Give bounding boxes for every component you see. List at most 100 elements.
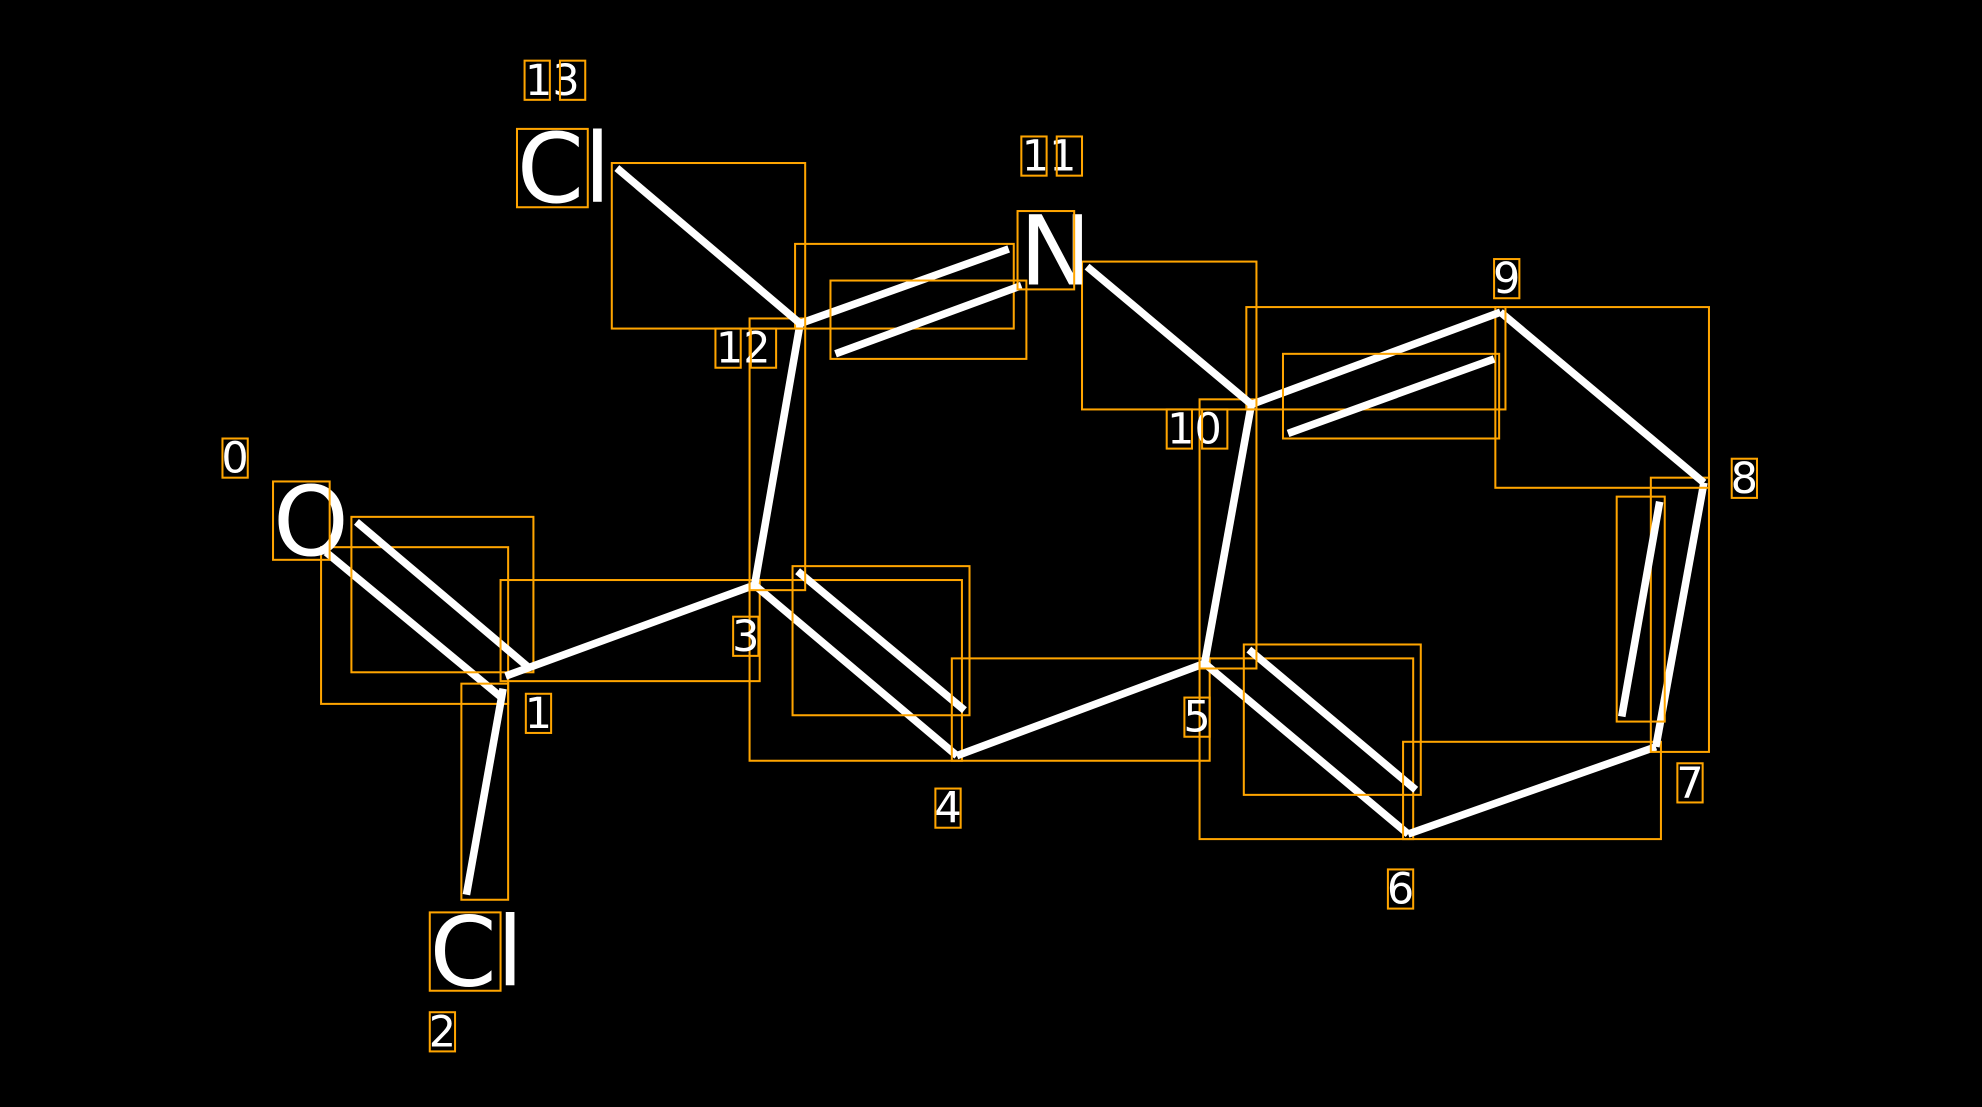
bond-line xyxy=(1406,743,1658,838)
atom-5: 5 xyxy=(1183,693,1210,743)
atom-index-label: 6 xyxy=(1387,865,1414,915)
bond-bounding-box xyxy=(610,162,807,330)
bond-line xyxy=(504,581,756,680)
bond-line xyxy=(1286,355,1496,438)
bond-bounding-box xyxy=(1245,306,1507,411)
bond-line xyxy=(1250,308,1502,408)
bond-bounding-box xyxy=(1615,495,1666,723)
bond-bounding-box xyxy=(499,579,761,683)
bonds-layer xyxy=(320,162,1710,901)
bond-bounding-box xyxy=(829,279,1028,360)
atom-2: Cl2 xyxy=(429,897,524,1058)
atom-3: 3 xyxy=(732,612,759,662)
atom-7: 7 xyxy=(1676,758,1703,808)
bond-bounding-box xyxy=(1402,740,1662,841)
atom-index-box xyxy=(1020,135,1048,177)
bond-line xyxy=(955,659,1206,760)
atom-index-box xyxy=(732,615,760,657)
bond-12-13-single xyxy=(610,162,807,330)
atom-index-label: 13 xyxy=(525,56,580,106)
atom-12: 12 xyxy=(714,324,778,374)
atom-symbol: O xyxy=(273,466,349,578)
bond-11-12-double xyxy=(794,242,1028,360)
atom-index-box xyxy=(1676,762,1704,804)
atom-index-box xyxy=(749,327,778,369)
bond-line xyxy=(1497,309,1707,486)
atom-index-box xyxy=(1183,696,1211,738)
bond-9-10-double xyxy=(1245,306,1507,440)
bond-5-10-single xyxy=(1198,398,1258,670)
atom-index-label: 11 xyxy=(1022,132,1077,182)
bond-7-8-double xyxy=(1615,476,1710,753)
atom-1: 1 xyxy=(525,689,552,739)
bond-line xyxy=(798,245,1010,328)
atom-index-label: 7 xyxy=(1676,758,1703,808)
atom-index-box xyxy=(1730,457,1759,499)
bond-5-6-double xyxy=(1198,643,1422,841)
atom-index-label: 4 xyxy=(934,784,961,834)
bond-1-3-single xyxy=(499,579,761,683)
atom-index-label: 2 xyxy=(429,1007,456,1057)
atom-index-box xyxy=(428,1011,457,1053)
atom-6: 6 xyxy=(1387,865,1414,915)
atom-symbol-box xyxy=(1016,210,1076,291)
bond-bounding-box xyxy=(460,682,510,901)
bond-line xyxy=(1200,403,1256,665)
bond-bounding-box xyxy=(1494,306,1710,489)
bond-bounding-box xyxy=(1198,398,1258,670)
bond-line xyxy=(323,549,506,702)
atom-symbol: N xyxy=(1020,195,1092,307)
atom-index-label: 3 xyxy=(732,612,759,662)
atom-index-box xyxy=(221,437,249,479)
atom-index-label: 0 xyxy=(221,434,248,484)
atom-index-box xyxy=(1493,258,1521,300)
atom-index-box xyxy=(934,787,962,829)
bond-bounding-box xyxy=(1281,352,1501,440)
atom-symbol: Cl xyxy=(430,897,524,1009)
atom-index-box xyxy=(714,327,742,369)
atom-index-label: 5 xyxy=(1183,693,1210,743)
bond-bounding-box xyxy=(748,317,807,592)
bond-line xyxy=(834,282,1023,358)
bond-bounding-box xyxy=(1198,657,1415,841)
bond-0-1-double xyxy=(320,515,535,705)
bond-line xyxy=(614,165,803,327)
bond-bounding-box xyxy=(1649,476,1710,753)
bond-line xyxy=(462,688,507,896)
bond-bounding-box xyxy=(350,515,535,674)
atom-4: 4 xyxy=(934,784,961,834)
atom-symbol-box xyxy=(515,127,589,209)
atom-symbol-box xyxy=(428,911,502,992)
atom-index-box xyxy=(524,692,553,734)
atom-9: 9 xyxy=(1493,254,1520,304)
bond-1-2-single xyxy=(460,682,510,901)
bond-line xyxy=(1202,660,1411,837)
atom-index-label: 9 xyxy=(1493,254,1520,304)
atom-symbol-box xyxy=(272,480,331,561)
bond-3-12-single xyxy=(748,317,807,592)
atom-8: 8 xyxy=(1731,454,1758,504)
bond-3-4-double xyxy=(748,565,971,762)
atom-13: Cl 13 xyxy=(515,56,611,225)
bond-line xyxy=(1084,263,1254,408)
atom-index-label: 1 xyxy=(525,689,552,739)
bond-line xyxy=(752,582,960,759)
atom-index-label: 10 xyxy=(1167,405,1222,455)
atom-index-box xyxy=(558,59,587,101)
bond-bounding-box xyxy=(748,579,963,762)
atom-index-box xyxy=(1055,135,1084,177)
atom-index-label: 12 xyxy=(716,324,771,374)
atom-index-box xyxy=(1386,868,1415,910)
bond-line xyxy=(750,322,804,586)
bond-line xyxy=(795,568,967,714)
atom-symbol: Cl xyxy=(517,113,611,225)
bond-6-7-single xyxy=(1402,740,1662,841)
atom-0: O0 xyxy=(221,434,348,578)
bond-bounding-box xyxy=(791,565,971,717)
atom-10: 10 xyxy=(1165,405,1229,455)
atom-index-box xyxy=(1201,408,1229,450)
bond-8-9-single xyxy=(1494,306,1710,489)
bond-line xyxy=(1246,646,1419,793)
